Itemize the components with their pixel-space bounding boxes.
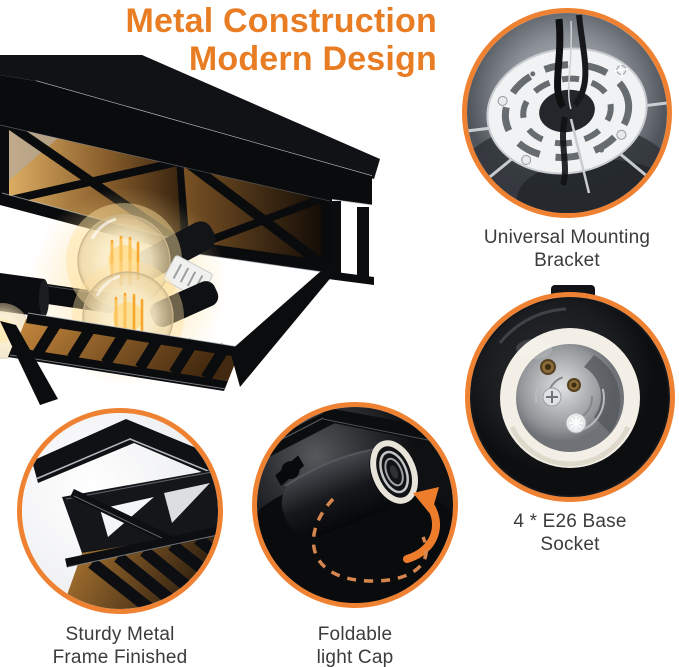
callout-metal-frame xyxy=(17,408,223,614)
callout-e26-socket xyxy=(465,292,675,502)
brass-contacts xyxy=(540,359,581,392)
title-line2: Modern Design xyxy=(188,40,437,78)
frame-beams xyxy=(32,419,218,568)
callout-mounting-bracket xyxy=(462,8,672,218)
cage-right-face xyxy=(182,155,332,274)
bottom-frame xyxy=(0,263,338,405)
ceiling-light-illustration xyxy=(0,55,380,405)
foldable-cap-photo xyxy=(252,402,458,608)
metal-frame-photo xyxy=(17,408,223,614)
fold-arrow-icon xyxy=(311,487,440,583)
wing-knob xyxy=(275,455,305,486)
e26-socket-photo xyxy=(465,292,675,502)
socket-cylinder xyxy=(281,440,418,537)
wires xyxy=(554,14,591,194)
main-product-photo xyxy=(0,55,392,420)
screws xyxy=(542,387,587,434)
title-line1: Metal Construction xyxy=(125,2,437,40)
mounting-bracket-photo xyxy=(462,8,672,218)
callout-foldable-cap xyxy=(252,402,458,608)
